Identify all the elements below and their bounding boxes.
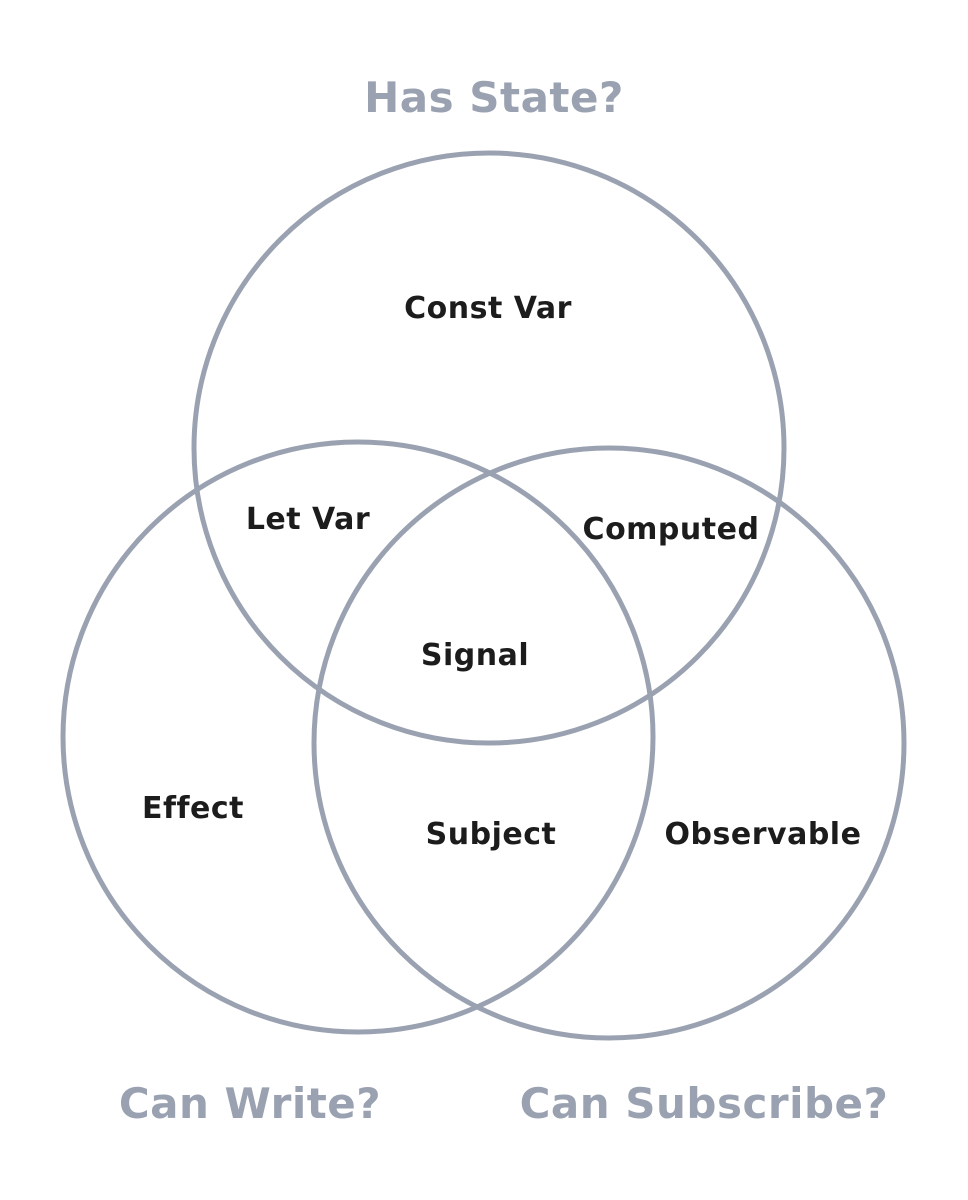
circle-can-write xyxy=(60,439,656,1035)
set-label-can-subscribe: Can Subscribe? xyxy=(520,1079,889,1128)
set-label-can-write: Can Write? xyxy=(119,1079,381,1128)
region-label-const-var: Const Var xyxy=(404,291,572,326)
region-label-let-var: Let Var xyxy=(246,502,370,537)
circle-has-state xyxy=(191,150,787,746)
region-label-subject: Subject xyxy=(426,817,557,852)
region-label-effect: Effect xyxy=(142,791,244,826)
region-label-signal: Signal xyxy=(421,638,529,673)
circle-can-subscribe xyxy=(311,445,907,1041)
set-label-has-state: Has State? xyxy=(364,73,624,122)
region-label-observable: Observable xyxy=(665,817,862,852)
region-label-computed: Computed xyxy=(583,512,760,547)
